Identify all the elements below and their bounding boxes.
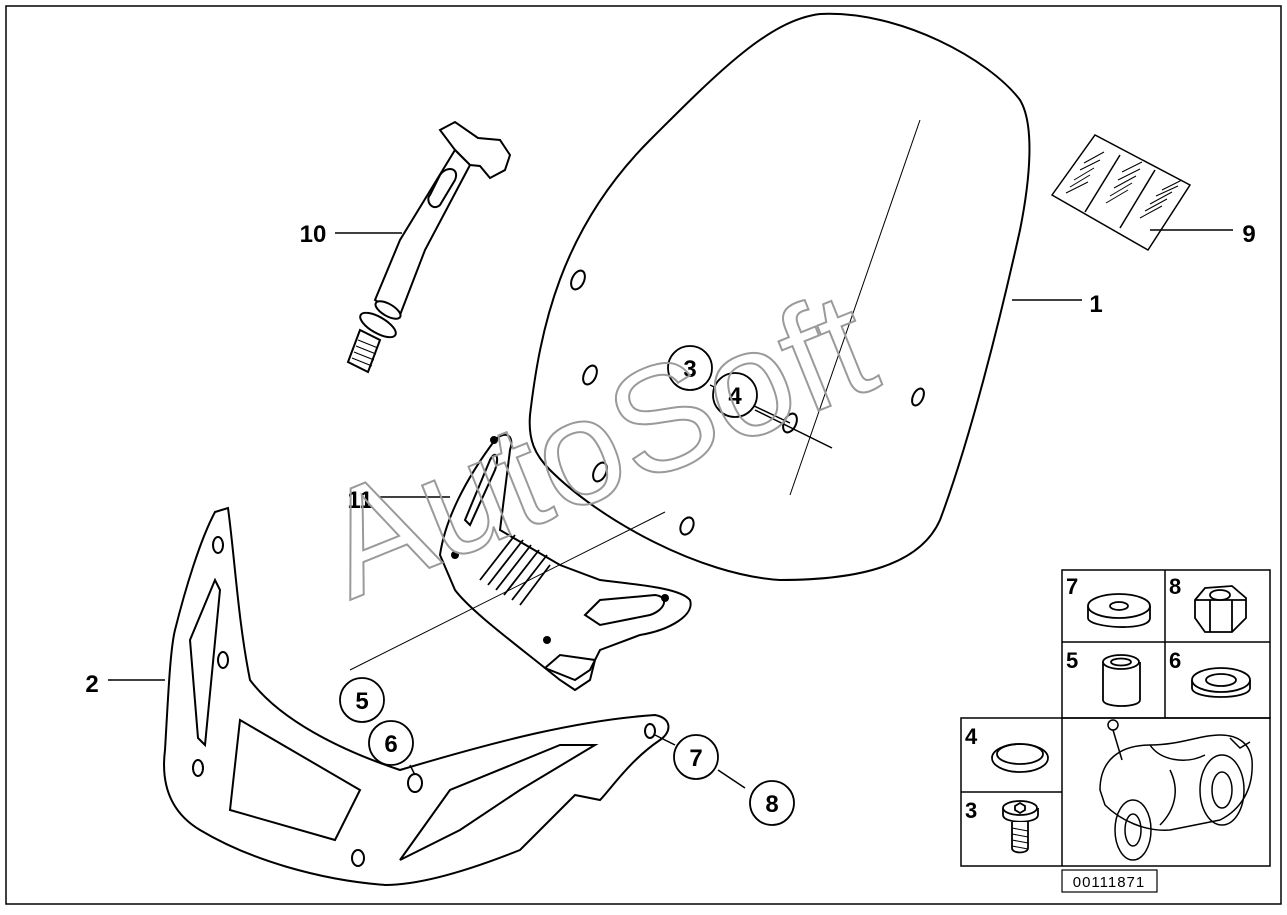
callout-7: 7 <box>689 745 702 772</box>
mounting-bracket-icon <box>438 433 692 692</box>
callout-6: 6 <box>384 731 397 758</box>
reference-code: 00111871 <box>1073 874 1146 891</box>
reference-code-box <box>1061 869 1158 893</box>
callout-9: 9 <box>1242 221 1255 248</box>
callout-2: 2 <box>85 671 98 698</box>
tile-3-number: 3 <box>965 798 977 823</box>
windshield-icon <box>528 12 1031 582</box>
leader-7 <box>654 734 676 746</box>
detail-grid <box>960 569 1271 867</box>
callout-10: 10 <box>300 221 327 248</box>
washer-icon <box>1087 593 1151 628</box>
tile-6-number: 6 <box>1169 648 1181 673</box>
leader-lines <box>108 229 1233 789</box>
callout-8-circle <box>749 780 795 826</box>
callout-4: 4 <box>728 383 742 410</box>
callout-4-circle <box>712 372 758 418</box>
adjuster-bolt-icon <box>346 120 512 374</box>
leader-6 <box>409 764 416 776</box>
leader-4 <box>754 409 833 449</box>
diagram-border <box>5 5 1282 905</box>
tile-5-number: 5 <box>1066 648 1078 673</box>
callout-3: 3 <box>683 356 696 383</box>
motorcycle-icon <box>1099 719 1253 861</box>
callout-7-circle <box>673 734 719 780</box>
tile-8-number: 8 <box>1169 574 1181 599</box>
rubber-grommet-icon <box>1191 667 1251 698</box>
callout-8: 8 <box>765 791 778 818</box>
o-ring-icon <box>991 743 1049 773</box>
fairing-trim-icon <box>163 506 670 887</box>
leader-5 <box>349 511 666 671</box>
tile-7-number: 7 <box>1066 574 1078 599</box>
callout-1: 1 <box>1089 291 1102 318</box>
tile-4-number: 4 <box>965 724 978 749</box>
callout-5: 5 <box>355 688 368 715</box>
hex-nut-icon <box>1194 585 1247 633</box>
callout-11: 11 <box>347 487 372 514</box>
leader-8 <box>717 769 746 789</box>
spacer-sleeve-icon <box>1102 654 1141 707</box>
callout-5-circle <box>339 677 385 723</box>
callout-3-circle <box>667 345 713 391</box>
label-sheet-icon <box>1050 134 1192 252</box>
screw-icon <box>1002 800 1039 854</box>
callout-6-circle <box>368 720 414 766</box>
